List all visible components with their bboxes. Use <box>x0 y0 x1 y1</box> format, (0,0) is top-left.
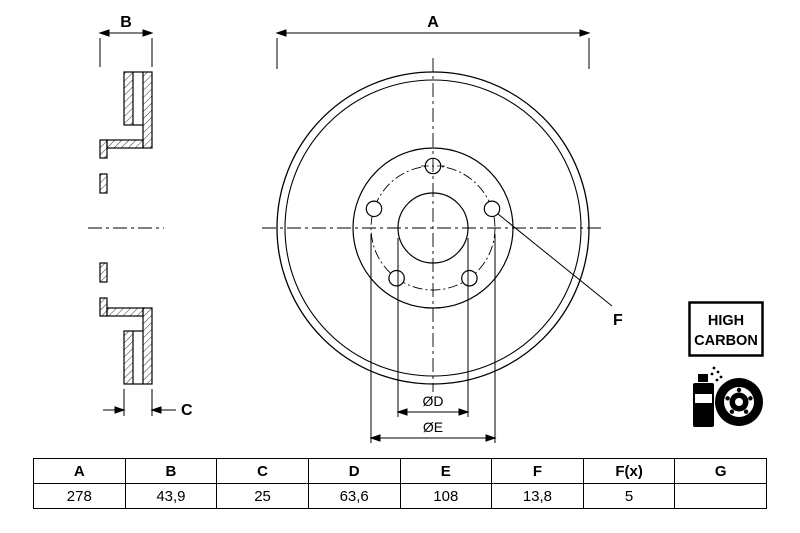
front-view <box>262 58 604 392</box>
arrowhead <box>396 408 408 416</box>
cross-section-view <box>88 71 164 385</box>
disc-bore <box>735 398 743 406</box>
dimension-spec-table: A B C D E F F(x) G 278 43,9 25 63,6 108 … <box>33 458 767 509</box>
technical-drawing: B C <box>88 14 764 443</box>
coated-disc-icon <box>693 366 763 427</box>
arrowhead <box>458 408 470 416</box>
value-fx: 5 <box>582 483 676 509</box>
value-a: 278 <box>33 483 126 509</box>
header-b: B <box>124 458 218 484</box>
value-b: 43,9 <box>124 483 218 509</box>
outboard-plate-top <box>123 71 134 126</box>
arrowhead <box>98 29 110 37</box>
disc-bolt-hole <box>725 396 730 401</box>
arrowhead <box>150 406 162 414</box>
spray-dot <box>712 366 716 370</box>
header-f: F <box>491 458 584 484</box>
header-c: C <box>216 458 309 484</box>
hat-wall-top <box>106 139 144 149</box>
bolt-hole <box>461 269 478 287</box>
value-f: 13,8 <box>491 483 584 509</box>
table-value-row: 278 43,9 25 63,6 108 13,8 5 <box>33 483 767 509</box>
header-g: G <box>674 458 767 484</box>
mount-plate-seg <box>99 262 108 283</box>
arrowhead <box>275 29 287 37</box>
brake-disc-icon <box>715 378 763 426</box>
disc-bolt-hole <box>729 409 735 414</box>
dimension-e: ØE <box>369 234 497 443</box>
mount-plate-seg <box>99 297 108 317</box>
header-d: D <box>307 458 401 484</box>
arrowhead <box>579 29 591 37</box>
disc-bolt-hole <box>748 396 753 401</box>
table-header-row: A B C D E F F(x) G <box>33 458 767 484</box>
mount-plate-seg <box>99 173 108 194</box>
value-e: 108 <box>399 483 493 509</box>
hat-wall-bottom <box>106 307 144 317</box>
dimension-a: A <box>275 14 591 69</box>
spray-can-icon <box>693 366 723 427</box>
inboard-plate-top <box>142 71 153 149</box>
dimension-d: ØD <box>396 238 470 417</box>
dimension-b: B <box>98 14 154 67</box>
leader-f: F <box>497 213 623 329</box>
spray-dot <box>719 375 723 379</box>
can-cap <box>698 374 708 382</box>
header-e: E <box>399 458 493 484</box>
badge-border <box>688 301 764 357</box>
header-fx: F(x) <box>582 458 676 484</box>
arrowhead <box>369 434 381 442</box>
value-d: 63,6 <box>307 483 401 509</box>
value-c: 25 <box>216 483 309 509</box>
mount-plate-seg <box>99 139 108 159</box>
dim-f-label: F <box>613 312 623 329</box>
badge-line1: HIGH <box>708 313 744 329</box>
disc-bolt-hole <box>743 409 749 414</box>
bolt-hole <box>483 200 501 218</box>
can-label-band <box>695 394 712 403</box>
high-carbon-badge: HIGH CARBON <box>688 301 764 357</box>
spray-dot <box>715 378 719 382</box>
dim-a-label: A <box>427 14 439 31</box>
can-body <box>693 383 714 427</box>
outboard-plate-bottom <box>123 330 134 385</box>
leader-line <box>497 213 613 307</box>
spray-dot <box>710 372 714 376</box>
bolt-hole <box>365 200 383 218</box>
arrowhead <box>142 29 154 37</box>
value-g <box>674 483 767 509</box>
dim-b-label: B <box>120 14 132 31</box>
spray-dot <box>716 370 720 374</box>
disc-bolt-hole <box>736 387 742 393</box>
arrowhead <box>485 434 497 442</box>
inboard-plate-bottom <box>142 307 153 385</box>
bolt-hole <box>388 269 405 287</box>
dim-e-label: ØE <box>423 419 443 435</box>
dim-c-label: C <box>181 402 193 419</box>
dimension-c: C <box>103 389 193 419</box>
dim-d-label: ØD <box>423 393 444 409</box>
badge-line2: CARBON <box>694 333 758 349</box>
arrowhead <box>114 406 126 414</box>
header-a: A <box>33 458 126 484</box>
